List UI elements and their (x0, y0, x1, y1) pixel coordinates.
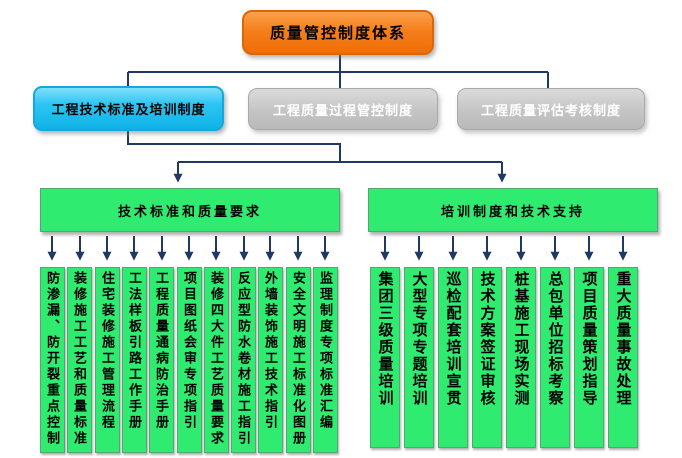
level2-node-evaluation-assessment: 工程质量评估考核制度 (457, 88, 645, 130)
leaf-node: 项目图纸会审专项指引 (177, 267, 202, 453)
leaf-node: 装修四大件工艺质量要求 (204, 267, 229, 453)
group-header-tech-standards: 技术标准和质量要求 (40, 188, 340, 232)
leaf-node: 防渗漏、防开裂重点控制 (40, 267, 65, 453)
leaf-node: 工法样板引路工作手册 (122, 267, 147, 453)
leaf-node: 工程质量通病防治手册 (149, 267, 174, 453)
leaf-node: 装修施工工艺和质量标准 (67, 267, 92, 453)
leaf-node: 安全文明施工标准化图册 (286, 267, 311, 453)
group-header-training-support: 培训制度和技术支持 (368, 188, 658, 232)
level2-node-tech-standards-training: 工程技术标准及培训制度 (33, 86, 224, 131)
leaf-node: 监理制度专项标准汇编 (313, 267, 338, 453)
leaf-node: 项目质量策划指导 (574, 267, 604, 448)
root-node: 质量管控制度体系 (242, 10, 434, 55)
leaf-node: 桩基施工现场实测 (506, 267, 536, 448)
leaf-node: 重大质量事故处理 (608, 267, 638, 448)
leaf-node: 总包单位招标考察 (540, 267, 570, 448)
leaf-node: 外墙装饰施工技术指引 (258, 267, 283, 453)
leaf-node: 巡检配套培训宣贯 (438, 267, 468, 448)
leaf-node: 集团三级质量培训 (370, 267, 400, 448)
level2-node-process-control: 工程质量过程管控制度 (248, 88, 438, 130)
leaf-node: 住宅装修施工管理流程 (95, 267, 120, 453)
leaf-node: 大型专项专题培训 (404, 267, 434, 448)
leaf-node: 反应型防水卷材施工指引 (231, 267, 256, 453)
leaf-node: 技术方案签证审核 (472, 267, 502, 448)
